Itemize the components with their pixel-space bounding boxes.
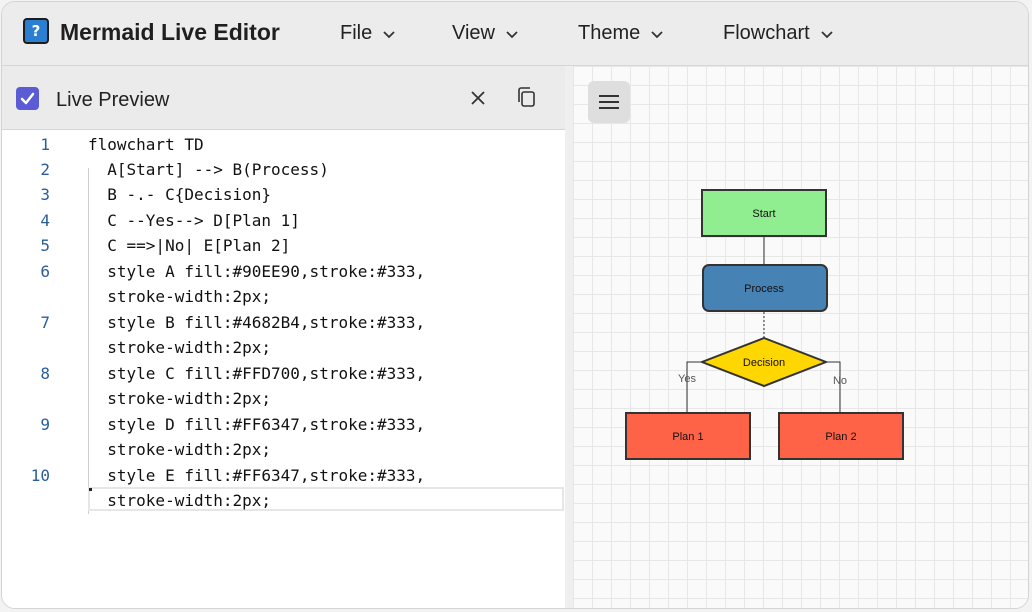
code-line: C ==>|No| E[Plan 2] xyxy=(88,236,291,255)
code-line: flowchart TD xyxy=(88,135,204,154)
chevron-down-icon xyxy=(383,30,395,38)
code-area[interactable]: 1 2 3 4 5 6 7 8 9 10 flowchart TD A[Star… xyxy=(2,130,565,608)
menu-view[interactable]: View xyxy=(452,22,519,45)
line-number: 2 xyxy=(40,160,50,179)
line-number: 8 xyxy=(40,364,50,383)
menu-flowchart-label: Flowchart xyxy=(723,22,810,44)
node-start[interactable]: Start xyxy=(701,189,827,237)
node-decision-shape xyxy=(699,336,829,388)
indent-guide xyxy=(88,168,89,514)
app-logo-icon: ? xyxy=(23,18,49,44)
menu-view-label: View xyxy=(452,22,495,44)
line-number: 4 xyxy=(40,211,50,230)
menu-file[interactable]: File xyxy=(340,22,396,45)
line-number: 10 xyxy=(30,466,50,485)
copy-icon[interactable] xyxy=(516,86,538,110)
code-line: style C fill:#FFD700,stroke:#333, xyxy=(88,364,426,383)
node-plan1[interactable]: Plan 1 xyxy=(625,412,751,460)
line-number: 3 xyxy=(40,185,50,204)
line-number: 5 xyxy=(40,236,50,255)
menu-file-label: File xyxy=(340,22,373,44)
menu-hamburger-icon[interactable] xyxy=(588,81,630,123)
chevron-down-icon xyxy=(821,30,833,38)
close-icon[interactable] xyxy=(468,88,488,108)
node-plan2-shape xyxy=(778,412,904,460)
checkmark-icon xyxy=(20,92,35,105)
code-line: stroke-width:2px; xyxy=(88,338,272,357)
node-decision-label: Decision xyxy=(743,357,785,369)
code-line: style D fill:#FF6347,stroke:#333, xyxy=(88,415,426,434)
node-start-shape xyxy=(701,189,827,237)
text-cursor xyxy=(89,488,92,491)
node-process-label: Process xyxy=(744,283,784,295)
code-editor-pane: Live Preview 1 2 3 4 5 6 7 8 9 10 xyxy=(2,66,565,608)
live-preview-label: Live Preview xyxy=(56,89,170,111)
code-line: style B fill:#4682B4,stroke:#333, xyxy=(88,313,426,332)
code-line: stroke-width:2px; xyxy=(88,440,272,459)
diagram-preview-pane[interactable]: Yes No Start Process Decision Plan 1 P xyxy=(573,66,1028,608)
flowchart-diagram: Yes No Start Process Decision Plan 1 P xyxy=(625,189,904,460)
code-line: B -.- C{Decision} xyxy=(88,185,272,204)
code-line: stroke-width:2px; xyxy=(88,491,272,510)
edge-decision-plan2 xyxy=(825,361,841,412)
node-plan1-label: Plan 1 xyxy=(672,431,703,443)
live-preview-checkbox[interactable] xyxy=(16,87,39,110)
code-line: style A fill:#90EE90,stroke:#333, xyxy=(88,262,426,281)
node-process-shape xyxy=(702,264,828,312)
chevron-down-icon xyxy=(506,30,518,38)
code-line: style E fill:#FF6347,stroke:#333, xyxy=(88,466,426,485)
code-line: stroke-width:2px; xyxy=(88,287,272,306)
line-number: 1 xyxy=(40,135,50,154)
pane-divider[interactable] xyxy=(565,66,573,608)
node-process[interactable]: Process xyxy=(702,264,828,312)
node-plan1-shape xyxy=(625,412,751,460)
line-number: 7 xyxy=(40,313,50,332)
line-number: 6 xyxy=(40,262,50,281)
code-line: A[Start] --> B(Process) xyxy=(88,160,329,179)
chevron-down-icon xyxy=(651,30,663,38)
editor-header: Live Preview xyxy=(2,66,565,130)
menu-theme-label: Theme xyxy=(578,22,641,44)
edge-label-yes: Yes xyxy=(678,373,696,385)
node-start-label: Start xyxy=(752,208,775,220)
code-line: C --Yes--> D[Plan 1] xyxy=(88,211,300,230)
code-line: stroke-width:2px; xyxy=(88,389,272,408)
node-decision[interactable]: Decision xyxy=(699,336,829,388)
node-plan2-label: Plan 2 xyxy=(825,431,856,443)
app-title: Mermaid Live Editor xyxy=(60,19,280,45)
line-number: 9 xyxy=(40,415,50,434)
edge-decision-plan1 xyxy=(686,361,703,412)
menu-theme[interactable]: Theme xyxy=(578,22,664,45)
menu-flowchart[interactable]: Flowchart xyxy=(723,22,834,45)
edge-label-no: No xyxy=(833,375,847,387)
menu-bar: ? Mermaid Live Editor File View Theme Fl… xyxy=(2,2,1028,66)
node-plan2[interactable]: Plan 2 xyxy=(778,412,904,460)
current-line-highlight xyxy=(88,487,564,511)
